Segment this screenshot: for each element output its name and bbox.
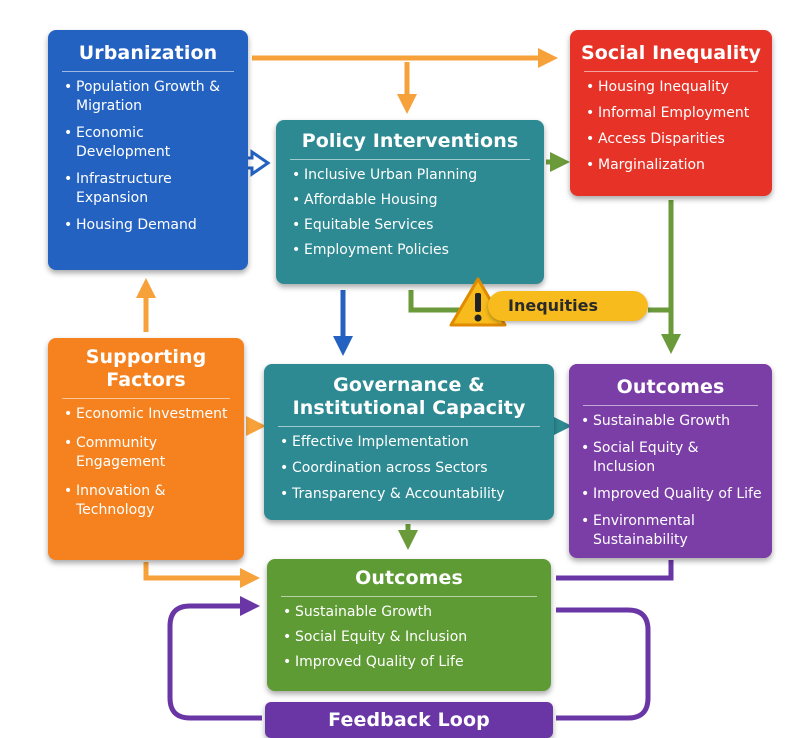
governance-box: Governance & Institutional Capacity Effe… [264, 364, 554, 520]
list-item: Economic Investment [64, 405, 236, 424]
list-item: Social Equity & Inclusion [283, 628, 543, 647]
divider [62, 71, 234, 72]
connector-outcomes-right-to-bottom [556, 560, 674, 581]
list-item: Employment Policies [292, 241, 536, 260]
social-inequality-box: Social Inequality Housing Inequality Inf… [570, 30, 772, 196]
policy-interventions-list: Inclusive Urban Planning Affordable Hous… [276, 166, 544, 260]
divider [281, 596, 537, 597]
feedback-loop-title: Feedback Loop [328, 709, 490, 731]
list-item: Improved Quality of Life [283, 653, 543, 672]
feedback-loop-box: Feedback Loop [265, 702, 553, 738]
list-item: Effective Implementation [280, 433, 546, 452]
list-item: Population Growth & Migration [64, 78, 240, 116]
outcomes-bottom-list: Sustainable Growth Social Equity & Inclu… [267, 603, 551, 672]
outcomes-right-list: Sustainable Growth Social Equity & Inclu… [569, 412, 772, 550]
urbanization-title: Urbanization [78, 42, 218, 64]
inequities-connector [408, 290, 671, 313]
list-item: Access Disparities [586, 130, 764, 149]
supporting-factors-title: Supporting Factors [85, 346, 207, 391]
arrow-supporting-to-outcomes-bottom [143, 562, 260, 588]
urbanization-list: Population Growth & Migration Economic D… [48, 78, 248, 235]
list-item: Informal Employment [586, 104, 764, 123]
social-inequality-list: Housing Inequality Informal Employment A… [570, 78, 772, 175]
feedback-loop-right [556, 607, 651, 721]
list-item: Sustainable Growth [581, 412, 764, 431]
inequities-callout: Inequities [488, 291, 648, 321]
list-item: Transparency & Accountability [280, 485, 546, 504]
list-item: Housing Inequality [586, 78, 764, 97]
list-item: Improved Quality of Life [581, 485, 764, 504]
list-item: Environmental Sustainability [581, 512, 764, 550]
list-item: Housing Demand [64, 216, 240, 235]
divider [584, 71, 758, 72]
policy-interventions-title: Policy Interventions [301, 130, 519, 152]
divider [62, 398, 230, 399]
list-item: Affordable Housing [292, 191, 536, 210]
outcomes-bottom-box: Outcomes Sustainable Growth Social Equit… [267, 559, 551, 691]
outcomes-right-box: Outcomes Sustainable Growth Social Equit… [569, 364, 772, 558]
divider [278, 426, 540, 427]
divider [290, 159, 530, 160]
list-item: Social Equity & Inclusion [581, 439, 764, 477]
social-inequality-title: Social Inequality [580, 42, 762, 64]
list-item: Economic Development [64, 124, 240, 162]
supporting-factors-box: Supporting Factors Economic Investment C… [48, 338, 244, 560]
list-item: Coordination across Sectors [280, 459, 546, 478]
outcomes-right-title: Outcomes [616, 376, 725, 398]
urbanization-box: Urbanization Population Growth & Migrati… [48, 30, 248, 270]
supporting-factors-list: Economic Investment Community Engagement… [48, 405, 244, 520]
inequities-label: Inequities [508, 296, 599, 315]
list-item: Marginalization [586, 156, 764, 175]
outcomes-bottom-title: Outcomes [355, 567, 463, 589]
list-item: Inclusive Urban Planning [292, 166, 536, 185]
governance-title: Governance & Institutional Capacity [292, 374, 526, 419]
list-item: Community Engagement [64, 434, 236, 472]
list-item: Sustainable Growth [283, 603, 543, 622]
feedback-loop-left [167, 596, 262, 721]
policy-interventions-box: Policy Interventions Inclusive Urban Pla… [276, 120, 544, 284]
list-item: Infrastructure Expansion [64, 170, 240, 208]
divider [583, 405, 758, 406]
list-item: Innovation & Technology [64, 482, 236, 520]
list-item: Equitable Services [292, 216, 536, 235]
governance-list: Effective Implementation Coordination ac… [264, 433, 554, 504]
